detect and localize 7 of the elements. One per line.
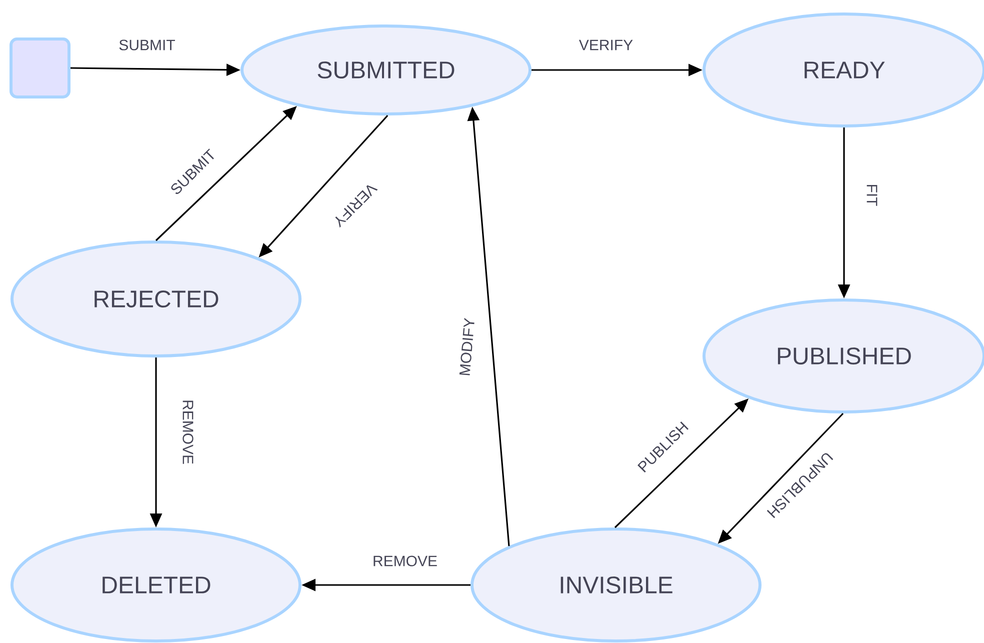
- edge-label: VERIFY: [578, 38, 634, 52]
- start-box: [10, 38, 70, 98]
- edge-label: SUBMIT: [118, 38, 176, 52]
- edge-label: MODIFY: [458, 316, 476, 378]
- edge-label: FIT: [866, 182, 878, 208]
- edge-label: REMOVE: [372, 554, 438, 568]
- edge-label: REMOVE: [182, 398, 194, 466]
